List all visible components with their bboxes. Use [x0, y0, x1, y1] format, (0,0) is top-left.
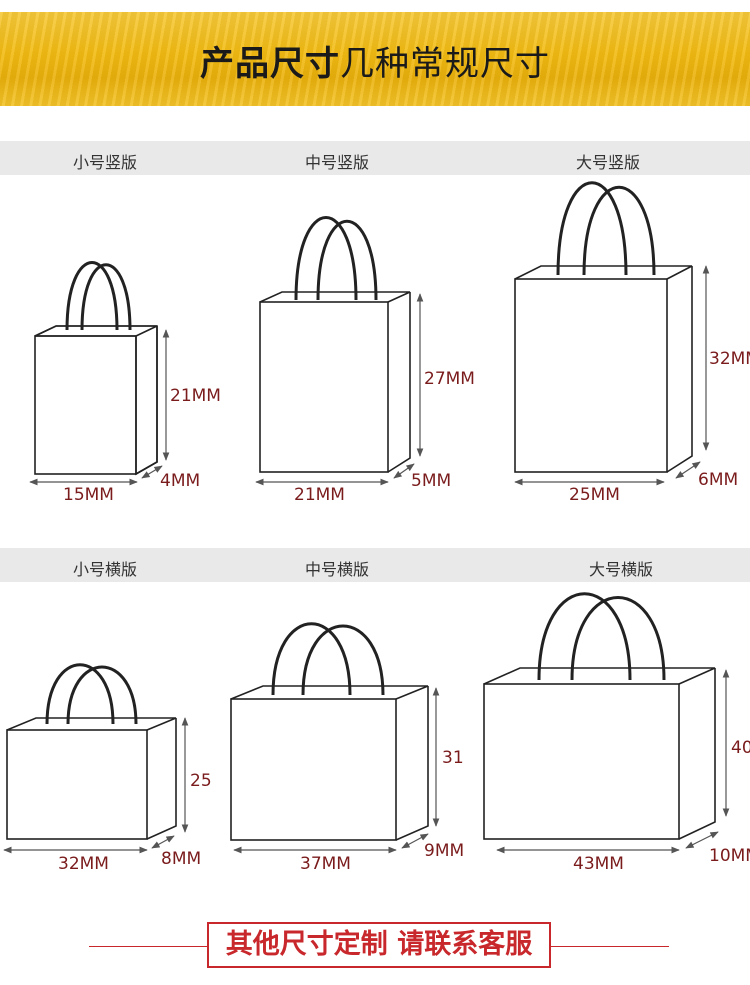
bag4-width: 32MM [58, 854, 109, 874]
header-medium-horizontal: 中号横版 [304, 560, 369, 579]
bag2-width: 21MM [294, 485, 345, 505]
custom-size-contact-note: 其他尺寸定制 请联系客服 [89, 922, 669, 968]
bag3-width: 25MM [569, 485, 620, 505]
bag3-depth: 6MM [698, 470, 738, 490]
bag2-height: 27MM [424, 369, 475, 389]
bag5-width: 37MM [300, 854, 351, 874]
banner-title-rest: 几种常规尺寸 [340, 44, 550, 84]
header-large-horizontal: 大号横版 [588, 560, 653, 579]
bag4-height: 25 [190, 771, 212, 791]
header-large-vertical: 大号竖版 [575, 153, 640, 172]
row-header-horizontal: 小号横版 中号横版 大号横版 [0, 548, 750, 582]
banner-title-bold: 产品尺寸 [200, 44, 340, 84]
bag-large-horizontal [483, 592, 716, 840]
dims-medium-vertical [255, 293, 424, 486]
bag1-height: 21MM [170, 386, 221, 406]
bag2-depth: 5MM [411, 471, 451, 491]
dims-small-vertical [29, 329, 170, 486]
bag1-width: 15MM [63, 485, 114, 505]
bag-medium-vertical [259, 216, 411, 473]
header-small-vertical: 小号竖版 [72, 153, 137, 172]
bag6-width: 43MM [573, 854, 624, 874]
dims-large-vertical [514, 265, 710, 486]
header-small-horizontal: 小号横版 [72, 560, 137, 579]
bag5-height: 31 [442, 748, 464, 768]
banner-title: 产品尺寸几种常规尺寸 [0, 36, 750, 85]
bag-large-vertical [514, 181, 693, 473]
bag6-height: 40 [731, 738, 750, 758]
bag-medium-horizontal [230, 622, 429, 841]
bag1-depth: 4MM [160, 471, 200, 491]
bag-small-horizontal [6, 663, 177, 840]
dims-large-horizontal [496, 669, 730, 854]
bag-small-vertical [34, 261, 158, 476]
row-header-vertical: 小号竖版 中号竖版 大号竖版 [0, 141, 750, 175]
title-banner: 产品尺寸几种常规尺寸 [0, 12, 750, 106]
dims-small-horizontal [3, 717, 189, 854]
bag3-height: 32MM [709, 349, 750, 369]
dims-medium-horizontal [233, 687, 440, 854]
header-medium-vertical: 中号竖版 [304, 153, 369, 172]
bag6-depth: 10MM [709, 846, 750, 866]
bag4-depth: 8MM [161, 849, 201, 869]
bag5-depth: 9MM [424, 841, 464, 861]
